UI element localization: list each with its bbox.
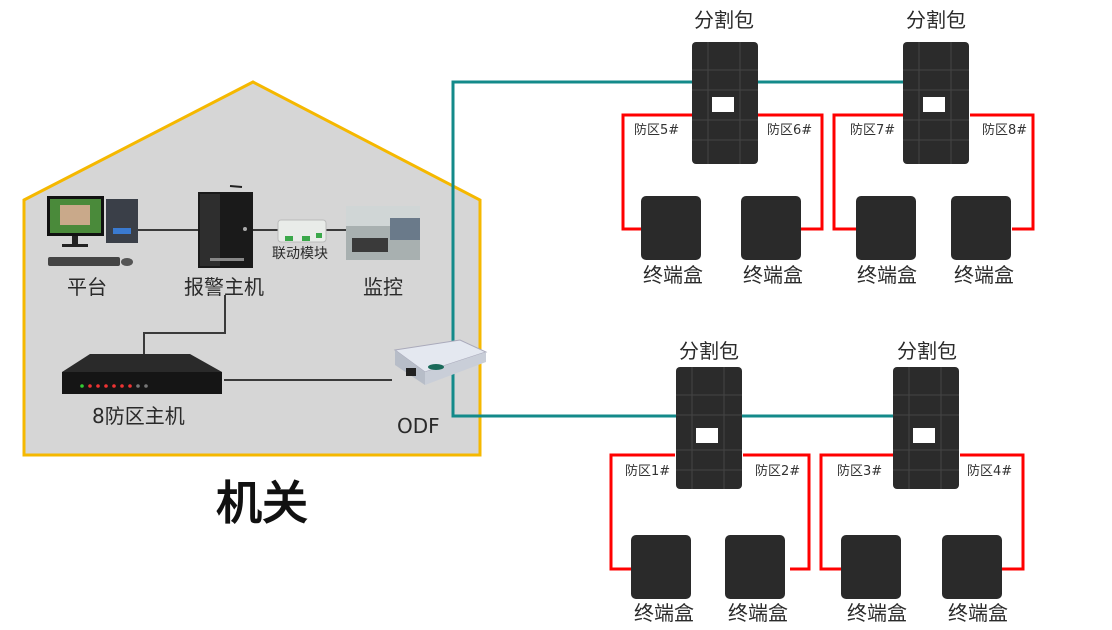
label-odf: ODF — [397, 414, 440, 438]
terminal-box-icon — [631, 535, 691, 599]
splitter-label: 分割包 — [694, 8, 754, 32]
loop-zone7 — [832, 113, 904, 231]
label-monitoring: 监控 — [363, 275, 403, 299]
loop-zone4 — [960, 453, 1025, 571]
linkage-module-icon — [277, 219, 327, 243]
splitter-icon — [676, 367, 742, 489]
loop-zone8 — [970, 113, 1035, 231]
zone-label: 防区3# — [837, 464, 883, 479]
zone8-host-icon — [62, 354, 222, 394]
terminal-box-icon — [942, 535, 1002, 599]
zone-label: 防区6# — [767, 123, 813, 138]
loop-zone3 — [819, 453, 893, 571]
building-outline — [22, 80, 482, 457]
splitter-label: 分割包 — [906, 8, 966, 32]
terminal-label: 终端盒 — [948, 601, 1008, 625]
label-zone8-host: 8防区主机 — [92, 404, 185, 428]
loop-zone5 — [621, 113, 692, 231]
terminal-box-icon — [725, 535, 785, 599]
splitter-icon — [692, 42, 758, 164]
fiber-trunk — [451, 80, 915, 418]
label-alarm-host: 报警主机 — [184, 275, 264, 299]
loop-zone2 — [743, 453, 811, 571]
wire-alarm-zone8 — [143, 295, 226, 356]
terminal-boxes — [631, 196, 1011, 599]
terminal-label: 终端盒 — [847, 601, 907, 625]
terminal-label: 终端盒 — [954, 263, 1014, 287]
splitter-label: 分割包 — [897, 339, 957, 363]
terminal-box-icon — [841, 535, 901, 599]
splitter-icon — [903, 42, 969, 164]
terminal-box-icon — [641, 196, 701, 260]
terminal-box-icon — [741, 196, 801, 260]
building-title: 机关 — [216, 476, 308, 530]
terminal-label: 终端盒 — [728, 601, 788, 625]
terminal-label: 终端盒 — [643, 263, 703, 287]
zone-label: 防区1# — [625, 464, 671, 479]
terminal-label: 终端盒 — [634, 601, 694, 625]
label-platform: 平台 — [67, 275, 107, 299]
platform-pc-icon — [47, 196, 138, 266]
loop-zone1 — [609, 453, 675, 571]
splitter-label: 分割包 — [679, 339, 739, 363]
odf-icon — [393, 339, 488, 385]
fiber-bottom — [451, 360, 900, 418]
zone-label: 防区2# — [755, 464, 801, 479]
zone-label: 防区4# — [967, 464, 1013, 479]
zone-loops — [609, 113, 1035, 571]
label-linkage-module: 联动模块 — [272, 246, 328, 262]
splitter-icon — [893, 367, 959, 489]
terminal-box-icon — [951, 196, 1011, 260]
zone-label: 防区8# — [982, 123, 1028, 138]
terminal-label: 终端盒 — [857, 263, 917, 287]
zone-label: 防区5# — [634, 123, 680, 138]
terminal-box-icon — [856, 196, 916, 260]
alarm-host-icon — [198, 185, 253, 268]
zone-label: 防区7# — [850, 123, 896, 138]
loop-zone6 — [757, 113, 824, 231]
terminal-label: 终端盒 — [743, 263, 803, 287]
monitoring-icon — [346, 206, 420, 260]
fiber-top — [451, 80, 915, 360]
